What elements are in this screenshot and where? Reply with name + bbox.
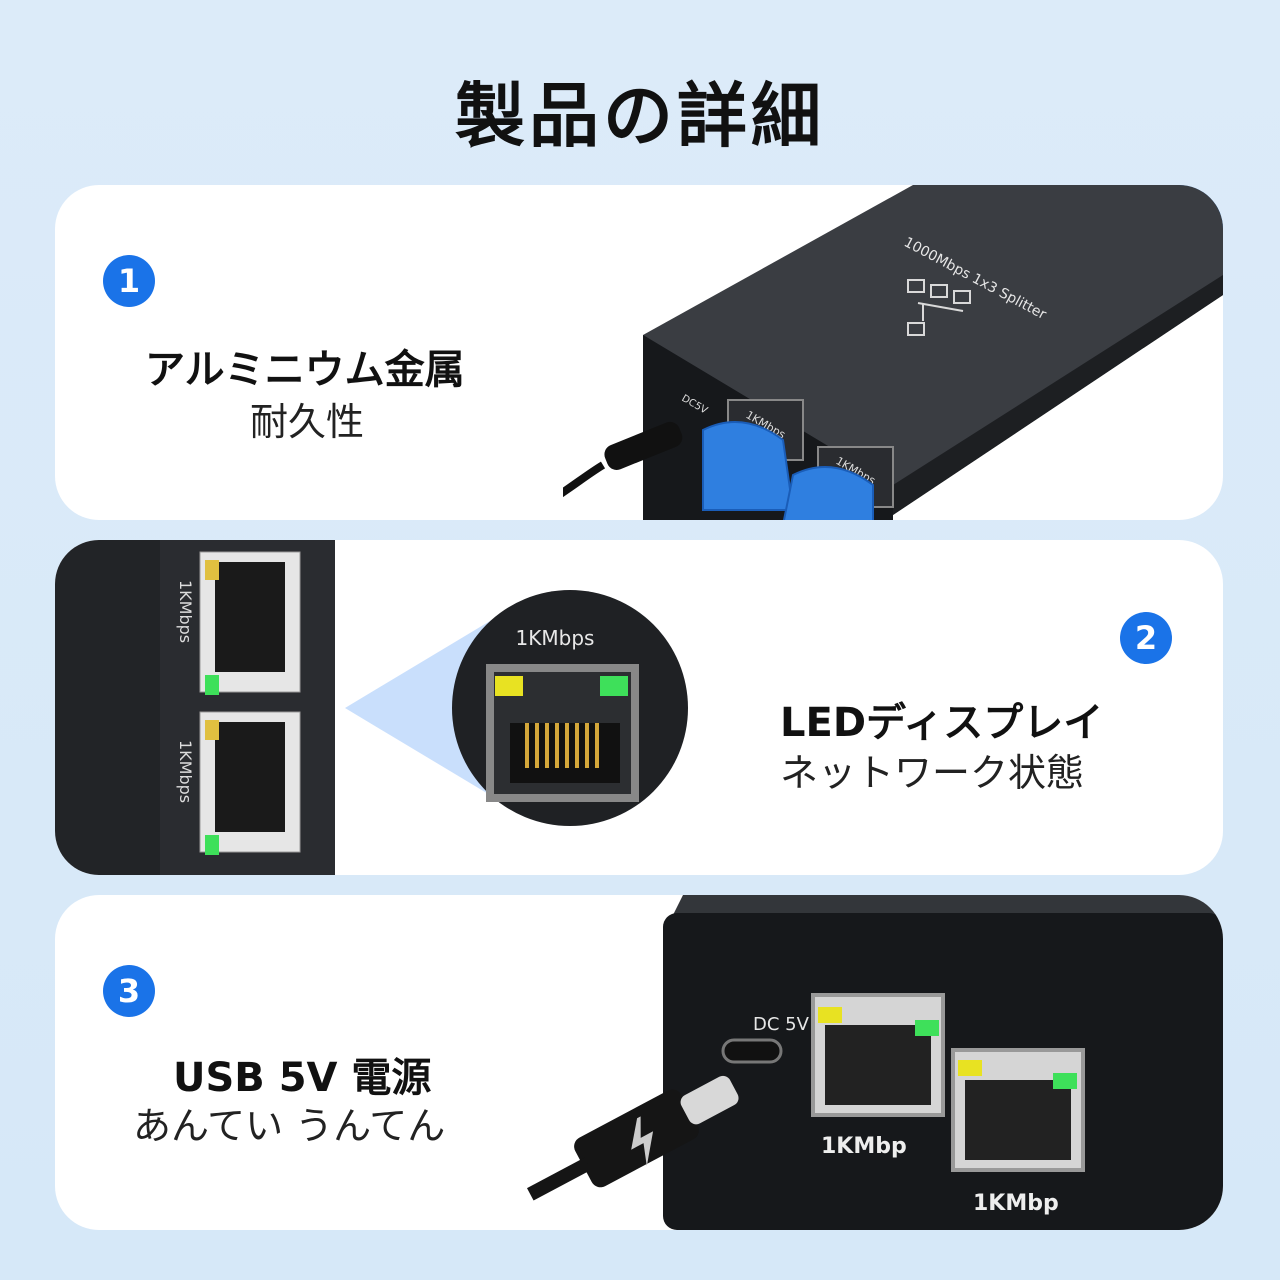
usb-c-cable [563,421,683,498]
port2-yellow-led [958,1060,982,1076]
feature-sub-2: ネットワーク状態 [780,751,1085,795]
port1-yellow-led [818,1007,842,1023]
port-label-rotated-1: 1KMbps [176,580,195,643]
dc-label: DC 5V [753,1014,810,1035]
number-badge-1: 1 [103,255,155,307]
feature-sub-1: 耐久性 [250,400,365,444]
page-title: 製品の詳細 [455,75,825,157]
splitter-product-image: 1000Mbps 1x3 Splitter 1KMbps 1KMbps DC5V [563,185,1223,520]
usb-c-port [721,1038,783,1064]
led-zoom-image: 1KMbps [345,590,688,826]
number-badge-3: 3 [103,965,155,1017]
feature-card-aluminum: 1 アルミニウム金属 耐久性 1000Mbps 1x3 Splitter 1KM… [55,185,1223,520]
ethernet-cable-plugs [702,421,874,520]
lightning-bolt-icon [631,1116,654,1167]
port-label-rotated-2: 1KMbps [176,740,195,803]
port1-green-led [915,1020,939,1036]
feature-sub-3: あんてい うんてん [133,1104,446,1148]
feature-headline-3: USB 5V 電源 [173,1055,432,1101]
led-zoom-label: 1KMbps [516,626,595,650]
port-label-front-1: 1KMbp [821,1134,907,1159]
splitter-front-image: DC 5V 1KMbp 1KMbp [663,895,1223,1230]
network-topology-icon [907,279,971,336]
port2-green-led [1053,1073,1077,1089]
number-badge-2: 2 [1120,612,1172,664]
port-closeup-image: 1KMbps 1KMbps [55,540,335,875]
feature-headline-2: LEDディスプレイ [780,700,1104,746]
usb-c-cable-image [527,1075,739,1201]
feature-card-led: 1KMbps 1KMbps 1KMbps 2 LEDディスプレイ ネットワーク状… [55,540,1223,875]
green-led [600,676,628,696]
port-label-front-2: 1KMbp [973,1191,1059,1216]
feature-card-usb-power: 3 USB 5V 電源 あんてい うんてん DC 5V 1KMbp 1KMbp [55,895,1223,1230]
yellow-led [495,676,523,696]
feature-headline-1: アルミニウム金属 [145,347,465,393]
